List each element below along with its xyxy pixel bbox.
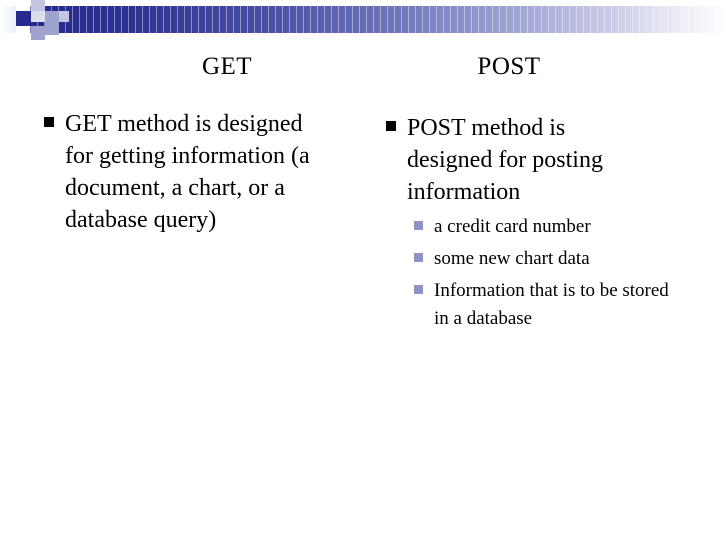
content-column-post: POST method is designed for posting info… [368,112,713,333]
decorative-square-periwinkle-mid [45,11,59,22]
bullet-item: POST method is designed for posting info… [368,112,713,208]
decorative-square-periwinkle-lower [45,22,59,35]
column-heading-get: GET [201,53,253,80]
bullet-item: GET method is designed for getting infor… [26,108,356,236]
bullet-text: GET method is designed for getting infor… [65,111,310,233]
banner-gradient-bar [30,6,728,33]
sub-bullet-item: a credit card number [368,213,713,241]
column-heading-post: POST [477,53,541,80]
bullet-square-icon [386,121,396,131]
decorative-square-periwinkle-top [31,0,45,12]
decorative-square-periwinkle-right [59,11,69,22]
sub-bullet-item: some new chart data [368,245,713,273]
sub-bullet-square-icon [414,253,423,262]
sub-bullet-square-icon [414,285,423,294]
sub-bullet-list: a credit card number some new chart data… [368,213,713,333]
decorative-square-pale-mid [31,11,45,22]
decorative-square-periwinkle-bottom [31,26,45,40]
bullet-square-icon [44,117,54,127]
bullet-text: POST method is designed for posting info… [407,115,603,205]
sub-bullet-text: some new chart data [434,248,590,269]
header-decoration [0,0,728,48]
sub-bullet-square-icon [414,221,423,230]
decorative-square-pale-left [0,6,16,33]
content-column-get: GET method is designed for getting infor… [26,108,356,236]
decorative-square-navy [16,11,31,26]
sub-bullet-item: Information that is to be stored in a da… [368,277,713,333]
sub-bullet-text: Information that is to be stored in a da… [434,280,669,329]
sub-bullet-text: a credit card number [434,216,591,237]
